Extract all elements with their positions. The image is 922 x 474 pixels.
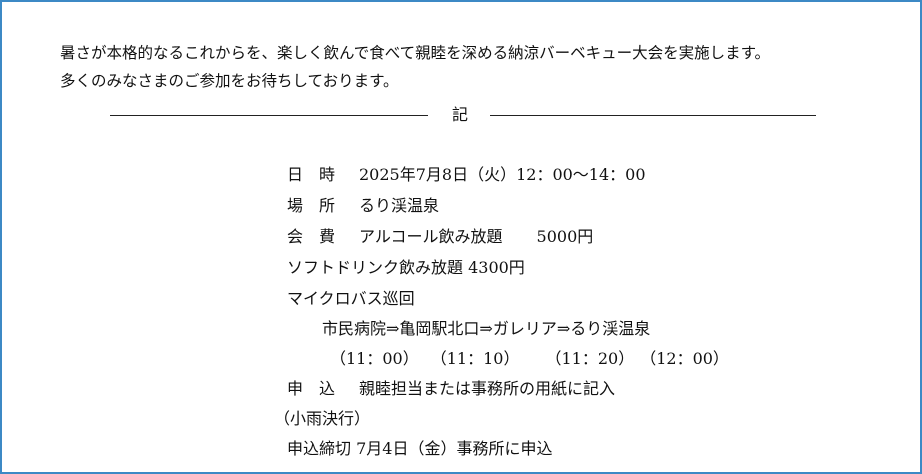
soft-drink-text: ソフトドリンク飲み放題 4300円 [287,258,525,277]
datetime-row: 日 時 2025年7月8日（火）12：00～14：00 [287,164,646,186]
bus-time-2: （11：10） [430,349,520,368]
bus-title-row: マイクロバス巡回 [287,288,415,310]
fee-label: 会 費 [287,227,336,246]
intro-paragraph: 暑さが本格的なるこれからを、楽しく飲んで食べて親睦を深める納涼バーベキュー大会を… [60,39,770,95]
fee-amount: 5000円 [536,227,594,246]
ki-label: 記 [451,105,468,124]
bus-time-1: （11：00） [330,349,419,368]
venue-row: 場 所 るり渓温泉 [287,195,439,217]
fee-value: アルコール飲み放題 [359,227,503,246]
application-label: 申 込 [287,379,336,398]
bus-time-3: （11：20） [545,349,635,368]
divider-rule-left [110,115,428,116]
bus-title: マイクロバス巡回 [287,289,415,308]
bus-time-4: （12：00） [640,349,729,368]
ki-divider: 記 [110,103,816,127]
deadline-row: 申込締切 7月4日（金）事務所に申込 [287,438,552,460]
datetime-value: 2025年7月8日（火）12：00～14：00 [359,165,646,184]
intro-line-2: 多くのみなさまのご参加をお待ちしております。 [60,72,399,90]
venue-value: るり渓温泉 [359,196,440,215]
bus-route-row: 市民病院⇒亀岡駅北口⇒ガレリア⇒るり渓温泉 [322,318,650,340]
fee-row: 会 費 アルコール飲み放題 5000円 [287,226,593,248]
bus-route: 市民病院⇒亀岡駅北口⇒ガレリア⇒るり渓温泉 [322,319,651,338]
application-value: 親睦担当または事務所の用紙に記入 [359,379,616,398]
datetime-label: 日 時 [287,165,336,184]
intro-line-1: 暑さが本格的なるこれからを、楽しく飲んで食べて親睦を深める納涼バーベキュー大会を… [60,44,771,62]
soft-drink-row: ソフトドリンク飲み放題 4300円 [287,257,525,279]
application-row: 申 込 親睦担当または事務所の用紙に記入 [287,378,615,400]
divider-rule-right [490,115,816,116]
rain-note: （小雨決行） [274,409,371,428]
bus-times-row: （11：00） （11：10） （11：20） （12：00） [330,348,729,370]
deadline-text: 申込締切 7月4日（金）事務所に申込 [287,439,553,458]
venue-label: 場 所 [287,196,336,215]
rain-row: （小雨決行） [274,408,370,430]
